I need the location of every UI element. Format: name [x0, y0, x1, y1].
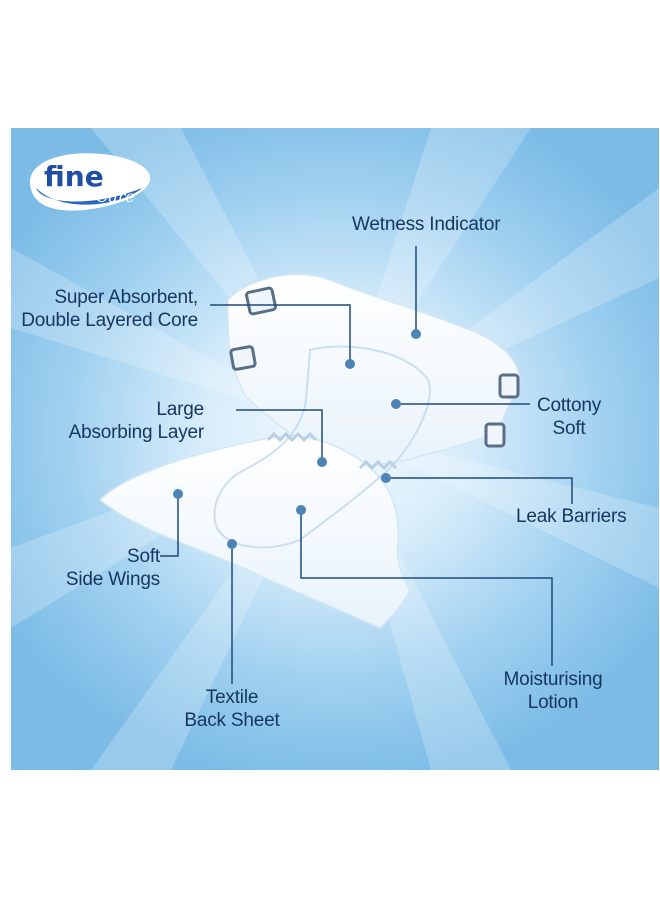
leak-barrier-right	[358, 459, 398, 471]
label-large-absorbing: Large Absorbing Layer	[40, 398, 205, 444]
right-tab-top	[498, 373, 520, 399]
lotion-line-2: Lotion	[527, 692, 579, 713]
label-wetness-indicator: Wetness Indicator	[352, 213, 501, 236]
leader-lotion	[300, 510, 553, 666]
dot-side-wings	[173, 489, 183, 499]
leader-large-absorbing	[236, 409, 323, 462]
logo-word-fine: fine	[44, 160, 104, 193]
diaper-back-panel	[226, 273, 521, 471]
cottony-soft-line-1: Cottony	[536, 395, 602, 416]
lotion-line-1: Moisturising	[503, 669, 603, 690]
leak-barriers-text: Leak Barriers	[516, 506, 627, 527]
dot-lotion	[296, 505, 306, 515]
wetness-indicator-text: Wetness Indicator	[352, 214, 501, 235]
dot-back-sheet	[227, 539, 237, 549]
super-absorbent-line-1: Super Absorbent,	[54, 287, 198, 308]
leak-barrier-left	[266, 431, 318, 443]
side-wings-line-2: Side Wings	[65, 569, 160, 590]
left-tab-bottom	[229, 345, 257, 371]
logo-word-care: Care	[96, 187, 135, 206]
dot-leak-barriers	[381, 473, 391, 483]
label-cottony-soft: Cottony Soft	[532, 394, 606, 440]
side-wings-line-1: Soft	[127, 546, 160, 567]
leader-side-wings	[160, 494, 179, 557]
label-side-wings: Soft Side Wings	[40, 545, 160, 591]
dot-cottony-soft	[391, 399, 401, 409]
fine-care-logo: fine Care	[29, 153, 151, 211]
dot-wetness-indicator	[411, 329, 421, 339]
dot-super-absorbent	[345, 359, 355, 369]
cottony-soft-line-2: Soft	[552, 418, 586, 439]
leader-leak-barriers	[386, 477, 573, 504]
label-back-sheet: Textile Back Sheet	[172, 686, 292, 732]
right-tab-bottom	[484, 422, 506, 448]
back-sheet-line-2: Back Sheet	[184, 710, 280, 731]
back-sheet-line-1: Textile	[205, 687, 259, 708]
dot-large-absorbing	[317, 457, 327, 467]
label-super-absorbent: Super Absorbent, Double Layered Core	[18, 286, 198, 332]
super-absorbent-line-2: Double Layered Core	[21, 310, 198, 331]
leader-super-absorbent	[210, 304, 351, 364]
label-lotion: Moisturising Lotion	[494, 668, 612, 714]
absorbent-core-outline	[213, 345, 431, 549]
large-absorbing-line-2: Absorbing Layer	[68, 422, 205, 443]
label-leak-barriers: Leak Barriers	[516, 505, 627, 528]
left-tab-top	[245, 286, 277, 316]
diaper-front-panel	[98, 435, 411, 629]
large-absorbing-line-1: Large	[156, 399, 204, 420]
